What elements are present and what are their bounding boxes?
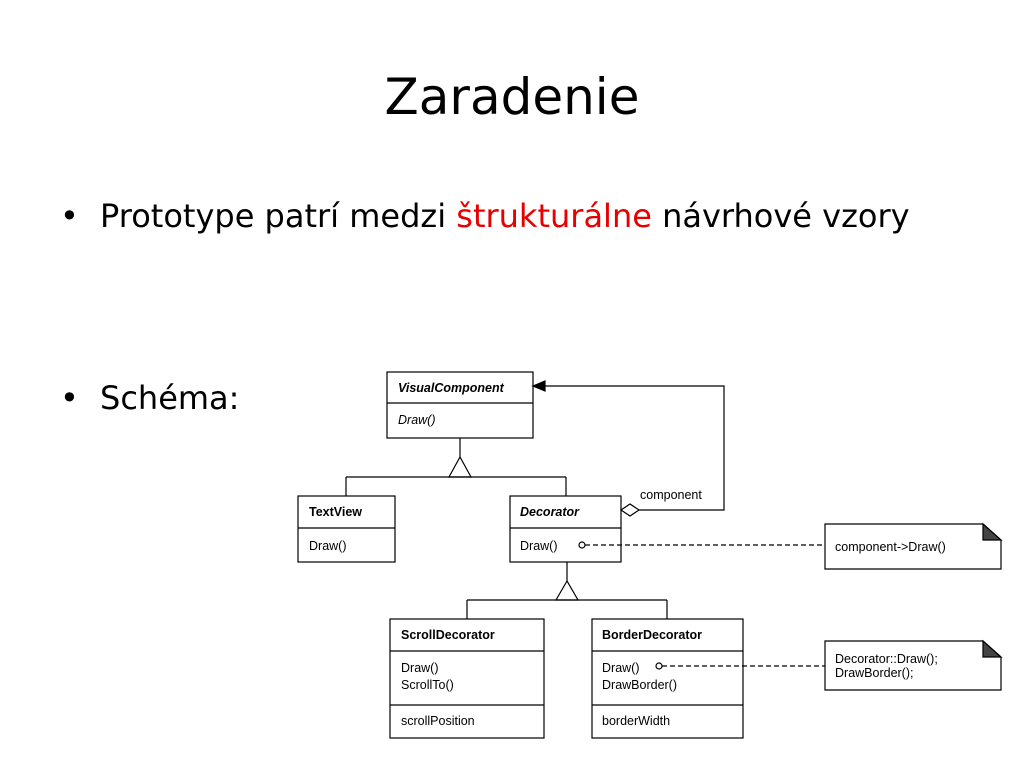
- bullet-text-after: návrhové vzory: [651, 197, 910, 235]
- class-name-scrolldecorator: ScrollDecorator: [401, 628, 495, 642]
- class-name-decorator: Decorator: [520, 505, 580, 519]
- bullet-highlight: štrukturálne: [456, 197, 652, 235]
- generalization-decorator: [466, 562, 668, 619]
- attr-borderdecorator-borderwidth: borderWidth: [602, 714, 670, 728]
- class-decorator: [509, 495, 622, 563]
- class-scrolldecorator: [389, 618, 545, 739]
- generalization-visualcomponent: [345, 438, 567, 496]
- class-textview: [297, 495, 396, 563]
- class-visualcomponent: [386, 371, 534, 439]
- bullet-schema-text: Schéma:: [100, 379, 240, 417]
- bullet-text: Prototype patrí medzi štrukturálne návrh…: [100, 194, 960, 238]
- attr-scrolldecorator-scrollposition: scrollPosition: [401, 714, 475, 728]
- class-name-visualcomponent: VisualComponent: [398, 381, 505, 395]
- slide-title: Zaradenie: [384, 68, 640, 126]
- class-borderdecorator: [591, 618, 744, 739]
- aggregation-component: [531, 380, 725, 517]
- association-label-component: component: [640, 488, 702, 502]
- op-visualcomponent-draw: Draw(): [398, 413, 436, 427]
- note-borderdecorator-draw: [655, 639, 1003, 691]
- bullet-text-before: Prototype patrí medzi: [100, 197, 457, 235]
- op-scrolldecorator-draw: Draw(): [401, 661, 439, 675]
- op-scrolldecorator-scrollto: ScrollTo(): [401, 678, 454, 692]
- bullet-dot-icon: •: [60, 197, 79, 235]
- op-textview-draw: Draw(): [309, 539, 347, 553]
- op-decorator-draw: Draw(): [520, 539, 558, 553]
- op-borderdecorator-drawborder: DrawBorder(): [602, 678, 677, 692]
- op-borderdecorator-draw: Draw(): [602, 661, 640, 675]
- note-decorator-draw: [578, 522, 1003, 570]
- bullet-dot-icon: •: [60, 379, 79, 417]
- note-text-decorator-draw: Decorator::Draw();: [835, 652, 938, 666]
- note-text-component-draw: component->Draw(): [835, 540, 946, 554]
- class-name-textview: TextView: [309, 505, 362, 519]
- class-name-borderdecorator: BorderDecorator: [602, 628, 702, 642]
- note-text-drawborder: DrawBorder();: [835, 666, 914, 680]
